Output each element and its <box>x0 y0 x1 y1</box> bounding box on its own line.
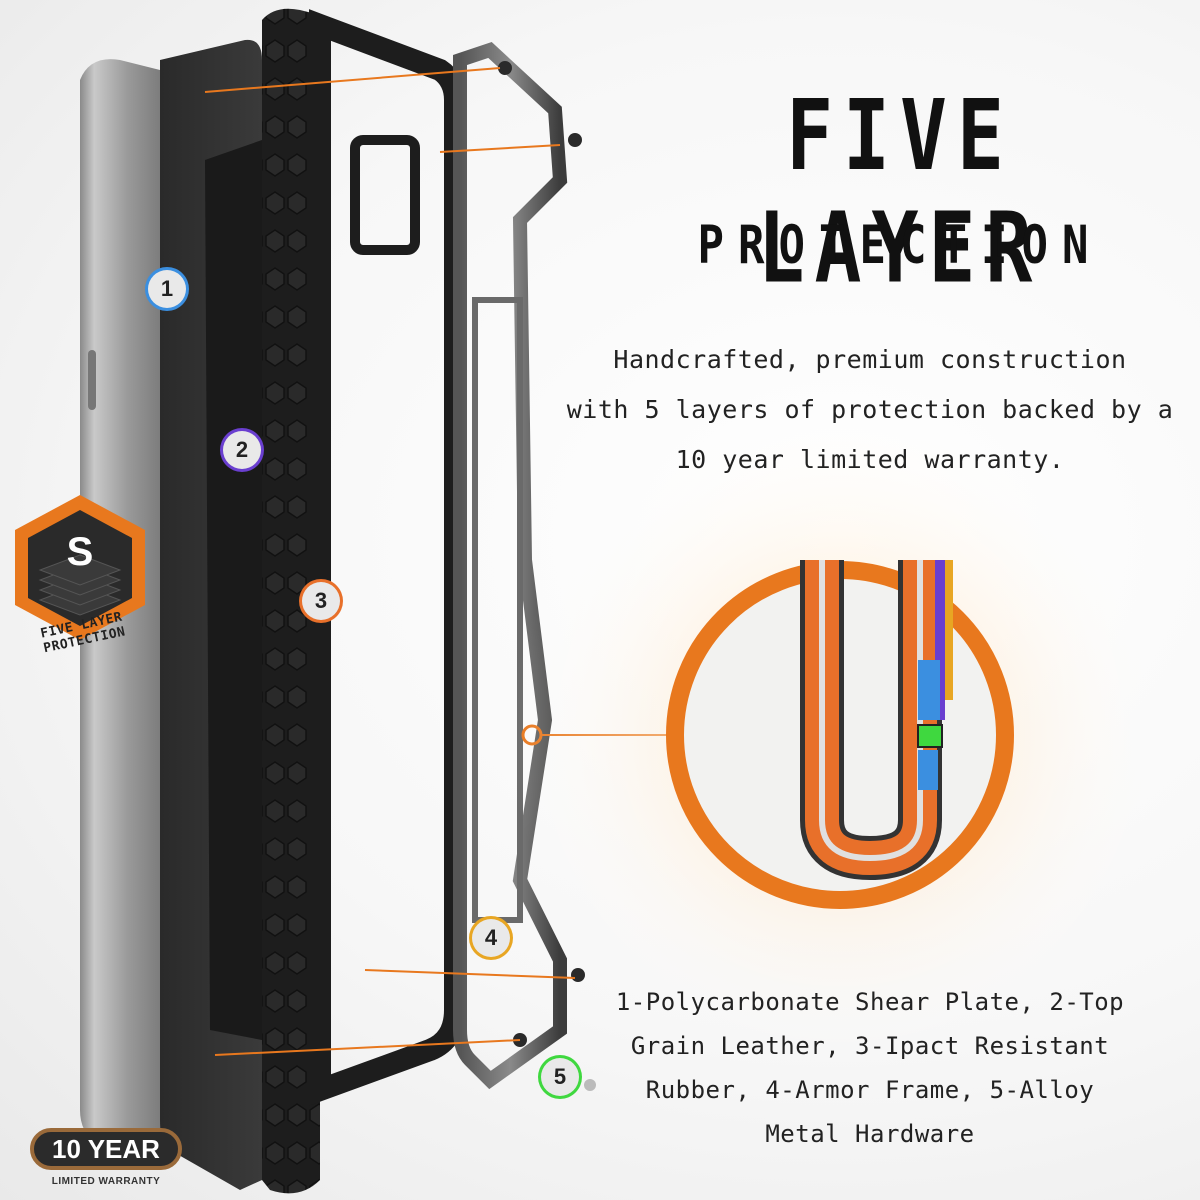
leather-panel <box>205 140 262 1040</box>
description-line: 10 year limited warranty. <box>675 445 1065 474</box>
layer-badge-4: 4 <box>472 919 510 957</box>
cross-section-layers <box>800 560 953 881</box>
layer-badge-5: 5 <box>541 1058 579 1096</box>
headline: FIVE LAYER <box>757 80 1043 305</box>
layer-list-line: Metal Hardware <box>765 1120 975 1148</box>
layer-list: 1-Polycarbonate Shear Plate, 2-Top Grain… <box>600 980 1140 1156</box>
layer-badge-3: 3 <box>302 582 340 620</box>
description-line: Handcrafted, premium construction <box>613 345 1127 374</box>
armor-frame <box>453 42 568 1090</box>
subheadline: PROTECTION <box>697 215 1103 277</box>
description-line: with 5 layers of protection backed by a <box>566 395 1174 424</box>
layer-list-line: Rubber, 4-Armor Frame, 5-Alloy <box>645 1076 1095 1104</box>
five-layer-emblem <box>15 495 145 640</box>
layer-list-line: 1-Polycarbonate Shear Plate, 2-Top <box>615 988 1125 1016</box>
description: Handcrafted, premium construction with 5… <box>565 335 1175 485</box>
warranty-caption: LIMITED WARRANTY <box>51 1176 161 1187</box>
rubber-bumper <box>262 8 320 1194</box>
layer-badge-1: 1 <box>148 270 186 308</box>
warranty-badge: 10 YEAR <box>30 1128 182 1170</box>
five-layer-emblem-mark: S <box>67 530 94 574</box>
layer-badge-2: 2 <box>223 431 261 469</box>
layer-list-line: Grain Leather, 3-Ipact Resistant <box>630 1032 1110 1060</box>
